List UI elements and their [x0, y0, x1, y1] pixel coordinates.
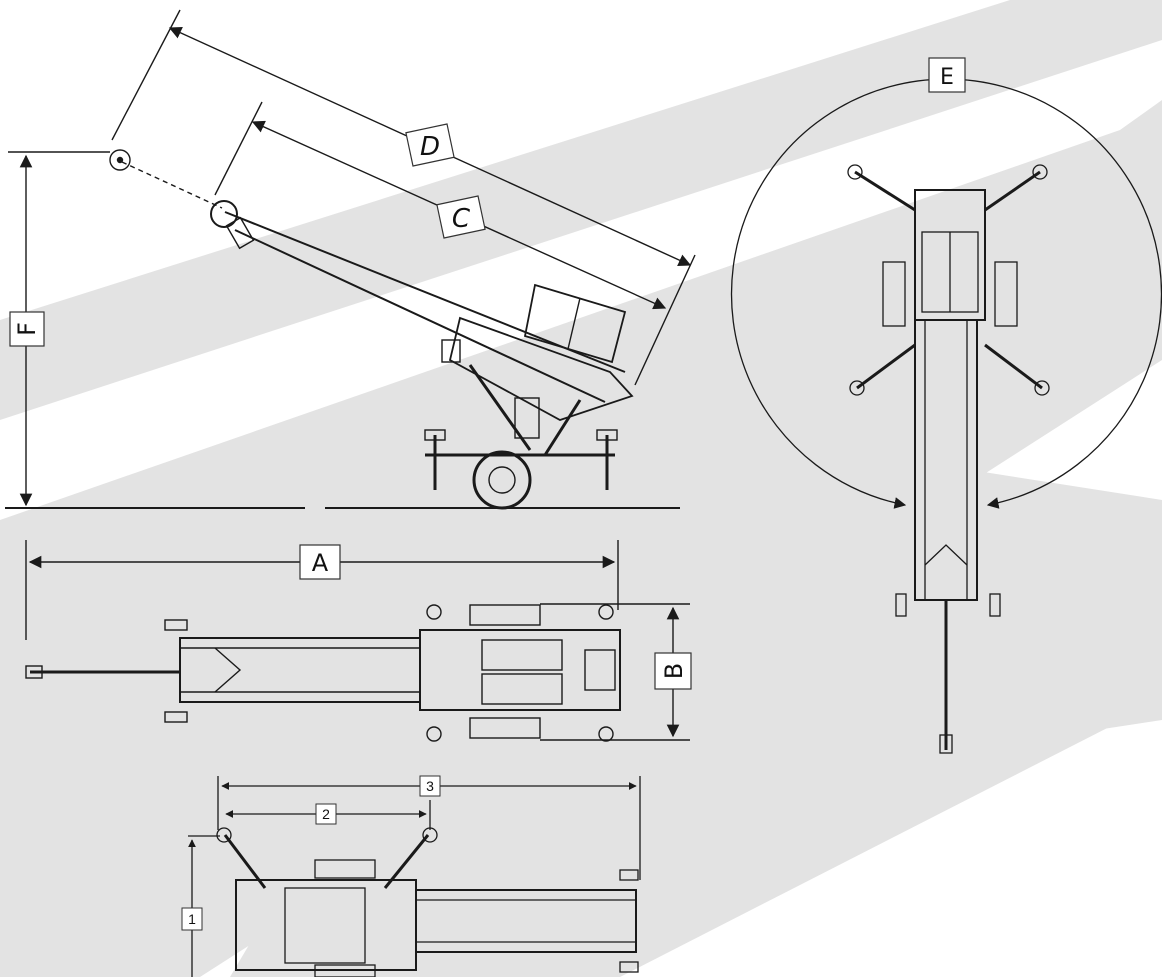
label-2-box: 2 — [315, 803, 337, 825]
grate-plan-2 — [481, 673, 563, 705]
dimension-c-ext — [214, 101, 263, 196]
working-wheel-bottom — [314, 964, 376, 977]
outrigger-arm-1 — [223, 834, 267, 889]
rotation-tail-wheel-left — [895, 593, 907, 617]
label-e-box: E — [928, 57, 966, 93]
rotation-pad-1 — [847, 164, 863, 180]
rotation-tail-wheel-right — [989, 593, 1001, 617]
support-strut-1 — [468, 364, 532, 451]
rotation-wheel-right — [994, 261, 1018, 327]
label-a-box: A — [299, 544, 341, 580]
label-a: A — [312, 549, 329, 577]
dimension-d-line-ext-end — [634, 254, 696, 386]
outrigger-arm-2 — [383, 834, 430, 889]
rotation-arm-1 — [854, 170, 916, 212]
tail-wheel-top — [164, 619, 188, 631]
label-c: C — [452, 204, 471, 234]
grate-plan-1 — [481, 639, 563, 671]
hopper-plan — [419, 629, 621, 711]
wheel — [472, 450, 532, 510]
wheel-plan-bottom — [469, 717, 541, 739]
working-frame — [415, 889, 637, 953]
side-view — [5, 9, 696, 510]
rotation-wheel-left — [882, 261, 906, 327]
outrigger-pad-2 — [598, 604, 614, 620]
head-pulley — [210, 200, 238, 228]
rotation-arm-3 — [856, 343, 916, 390]
label-e: E — [940, 65, 954, 90]
motor — [514, 397, 540, 439]
working-tail-wheel-bottom — [619, 961, 639, 973]
wheel-plan-top — [469, 604, 541, 626]
outrigger-pad-3 — [426, 726, 442, 742]
label-1-box: 1 — [181, 907, 203, 931]
rotation-arm-4 — [984, 343, 1043, 390]
frame-chevron — [214, 647, 242, 693]
working-pad-2 — [422, 827, 438, 843]
label-c-box: C — [436, 195, 486, 239]
label-3: 3 — [426, 778, 434, 794]
dimension-d-ext — [111, 9, 181, 141]
label-d-box: D — [405, 123, 455, 167]
wheel-hub — [488, 466, 516, 494]
rotation-pad-4 — [1034, 380, 1050, 396]
outrigger-left-pad — [424, 429, 446, 441]
outrigger-right-pad — [596, 429, 618, 441]
working-grate — [284, 887, 366, 964]
conveyor-extension-dashed — [121, 161, 223, 209]
tail-wheel-bottom — [164, 711, 188, 723]
label-1: 1 — [188, 911, 196, 927]
label-3-box: 3 — [419, 775, 441, 797]
gearbox — [441, 339, 461, 363]
outrigger-pad-1 — [426, 604, 442, 620]
extended-head-pulley — [109, 149, 131, 171]
engine-plan — [584, 649, 616, 691]
label-f: F — [13, 322, 41, 336]
label-2: 2 — [322, 806, 330, 822]
hopper-body — [448, 316, 634, 421]
drawbar-hitch — [25, 665, 43, 679]
rotation-arm-2 — [984, 170, 1041, 212]
label-d: D — [420, 132, 440, 162]
label-b-box: B — [654, 652, 692, 690]
working-pad-1 — [216, 827, 232, 843]
rotation-frame-chevron — [924, 544, 968, 566]
rotation-pad-3 — [849, 380, 865, 396]
label-b: B — [660, 663, 688, 679]
support-strut-2 — [543, 399, 582, 456]
rotation-pad-2 — [1032, 164, 1048, 180]
extended-head-pulley-center — [116, 156, 124, 164]
outrigger-pad-4 — [598, 726, 614, 742]
working-wheel-top — [314, 859, 376, 879]
working-tail-wheel-top — [619, 869, 639, 881]
rotation-drawbar-hitch — [939, 734, 953, 754]
label-f-box: F — [9, 311, 45, 347]
